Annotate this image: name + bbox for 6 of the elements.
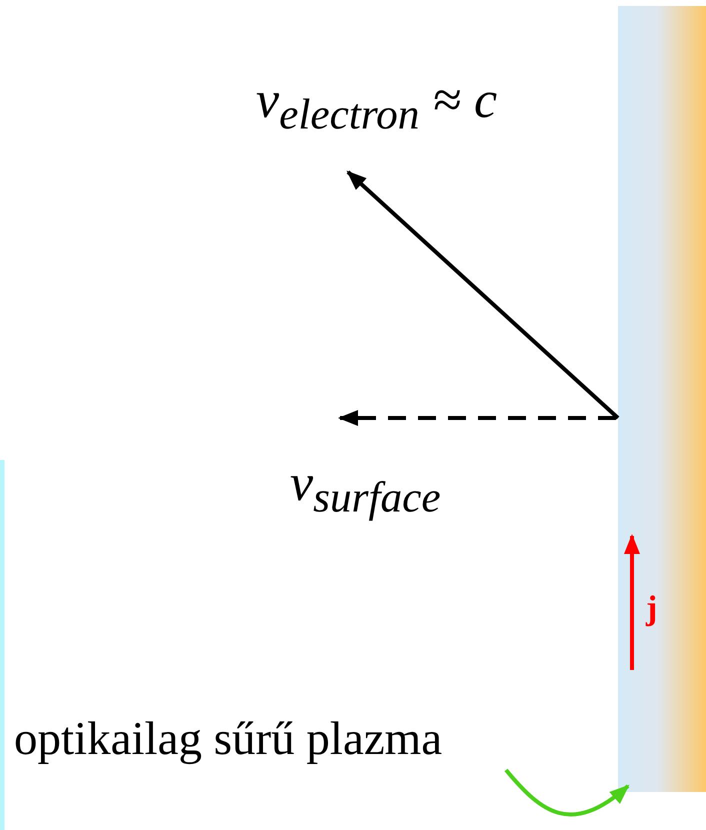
velocity-label: v$_{surface}$ xyxy=(290,455,441,522)
caption-text: optikailag sűrű plazma xyxy=(14,708,614,770)
current-label: j xyxy=(646,590,658,628)
leader-line xyxy=(504,768,630,816)
plasma-slab xyxy=(618,6,706,792)
velocity-label: v$_{electron}$ ≈ c xyxy=(256,72,498,140)
